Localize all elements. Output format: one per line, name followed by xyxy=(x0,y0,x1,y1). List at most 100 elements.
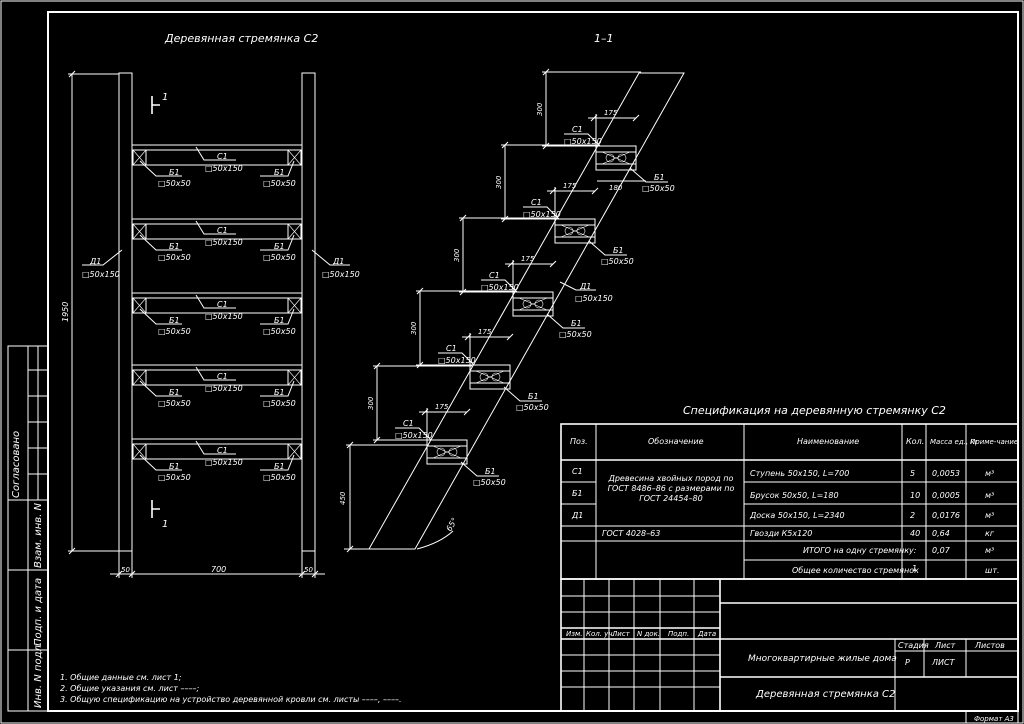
stringer-size-left: □50х150 xyxy=(82,270,120,279)
tread-size: □50х150 xyxy=(205,312,243,321)
block-size-right: □50х50 xyxy=(263,179,296,188)
spec-row-name: Доска 50х150, L=2340 xyxy=(749,511,845,520)
tb-col-header: Дата xyxy=(697,630,716,638)
spec-total-label: ИТОГО на одну стремянку: xyxy=(803,546,917,555)
block-left xyxy=(132,297,147,314)
mark-1-bottom: 1 xyxy=(162,519,168,530)
dim-450: 450 xyxy=(339,491,347,505)
step-tread-size: □50х150 xyxy=(395,431,433,440)
step-tread-size: □50х150 xyxy=(438,356,476,365)
tb-stage-label: Стадия xyxy=(898,641,929,650)
dim-300: 300 xyxy=(453,248,461,262)
step-block-label: Б1 xyxy=(528,392,539,401)
step-board xyxy=(554,218,596,244)
tb-sheet: ЛИСТ xyxy=(931,658,956,667)
spec-pos-d1: Д1 xyxy=(571,511,583,520)
front-view xyxy=(68,70,350,578)
step-block-size: □50х50 xyxy=(473,478,506,487)
section-step xyxy=(459,214,585,329)
stamp-replace-inv: Взам. инв. N xyxy=(33,503,44,568)
block-size-right: □50х50 xyxy=(263,399,296,408)
dim-300: 300 xyxy=(410,321,418,335)
spec-row-name: Ступень 50х150, L=700 xyxy=(750,469,849,478)
section-step xyxy=(501,141,627,256)
tread-label: С1 xyxy=(217,372,228,381)
spec-row-mass: 0,0005 xyxy=(932,491,960,500)
block-label-right: Б1 xyxy=(274,168,285,177)
spec-row-note: м³ xyxy=(985,469,994,478)
spec-h-designation: Обозначение xyxy=(648,437,704,446)
dim-300: 300 xyxy=(536,102,544,116)
front-view-title: Деревянная стремянка С2 xyxy=(164,32,318,45)
step-tread-label: С1 xyxy=(489,271,500,280)
step-tread-size: □50х150 xyxy=(481,283,519,292)
step-block-label: Б1 xyxy=(654,173,665,182)
block-right xyxy=(287,369,302,386)
spec-title: Спецификация на деревянную стремянку С2 xyxy=(683,404,946,417)
note-1: 1. Общие данные см. лист 1; xyxy=(60,673,182,682)
tb-col-header: Изм. xyxy=(566,630,582,638)
dim-175: 175 xyxy=(478,328,492,336)
block-label-right: Б1 xyxy=(274,388,285,397)
tb-sheet-label: Лист xyxy=(934,641,956,650)
spec-row-qty: 40 xyxy=(910,529,920,538)
section-step xyxy=(373,362,499,477)
step-tread-label: С1 xyxy=(572,125,583,134)
stamp-agreed: Согласовано xyxy=(11,431,22,498)
block-size-left: □50х50 xyxy=(158,179,191,188)
section-view-title: 1–1 xyxy=(594,32,614,45)
block-size-left: □50х50 xyxy=(158,399,191,408)
step-block-size: □50х50 xyxy=(516,403,549,412)
spec-row-qty: 2 xyxy=(910,511,915,520)
stamp-sign-date: Подп. и дата xyxy=(33,578,44,646)
block-size-right: □50х50 xyxy=(263,327,296,336)
block-label-left: Б1 xyxy=(169,388,180,397)
block-label-right: Б1 xyxy=(274,462,285,471)
dim-50-left: 50 xyxy=(121,566,130,574)
section-step xyxy=(542,68,668,183)
block-label-left: Б1 xyxy=(169,462,180,471)
tb-col-header: Подп. xyxy=(668,630,689,638)
tread-size: □50х150 xyxy=(205,458,243,467)
format-label: Формат А3 xyxy=(974,715,1014,723)
spec-row-qty: 10 xyxy=(910,491,920,500)
block-right xyxy=(287,297,302,314)
block-left xyxy=(132,223,147,240)
spec-h-qty: Кол. xyxy=(906,437,924,446)
spec-pos-b1: Б1 xyxy=(572,489,583,498)
section-stringer-label: Д1 xyxy=(579,282,591,291)
step-block-label: Б1 xyxy=(485,467,496,476)
stringer-size-right: □50х150 xyxy=(322,270,360,279)
spec-designation-nails: ГОСТ 4028–63 xyxy=(602,529,660,538)
section-view xyxy=(344,72,685,553)
tread-label: С1 xyxy=(217,152,228,161)
block-size-left: □50х50 xyxy=(158,327,191,336)
step-board xyxy=(469,364,511,390)
section-stringer xyxy=(368,72,685,550)
tread-label: С1 xyxy=(217,300,228,309)
block-label-left: Б1 xyxy=(169,168,180,177)
tb-col-header: Кол. уч. xyxy=(586,630,615,638)
step-tread-label: С1 xyxy=(403,419,414,428)
dim-1950: 1950 xyxy=(61,302,70,322)
spec-h-note: Приме-чание xyxy=(970,438,1018,446)
block-label-left: Б1 xyxy=(169,316,180,325)
dim-175: 175 xyxy=(435,403,449,411)
dim-175: 175 xyxy=(604,109,618,117)
side-stamp xyxy=(7,345,49,712)
spec-total-mass: 0,07 xyxy=(932,546,951,555)
note-2: 2. Общие указания см. лист ––––; xyxy=(60,684,199,693)
title-block xyxy=(560,578,1019,712)
tread-size: □50х150 xyxy=(205,238,243,247)
tb-sheets-label: Листов xyxy=(974,641,1005,650)
front-treads: С1□50х150Б1□50х50Б1□50х50С1□50х150Б1□50х… xyxy=(132,144,302,482)
tread-size: □50х150 xyxy=(205,384,243,393)
block-size-left: □50х50 xyxy=(158,473,191,482)
spec-count-note: шт. xyxy=(985,566,1000,575)
dim-300: 300 xyxy=(367,396,375,410)
tread-size: □50х150 xyxy=(205,164,243,173)
